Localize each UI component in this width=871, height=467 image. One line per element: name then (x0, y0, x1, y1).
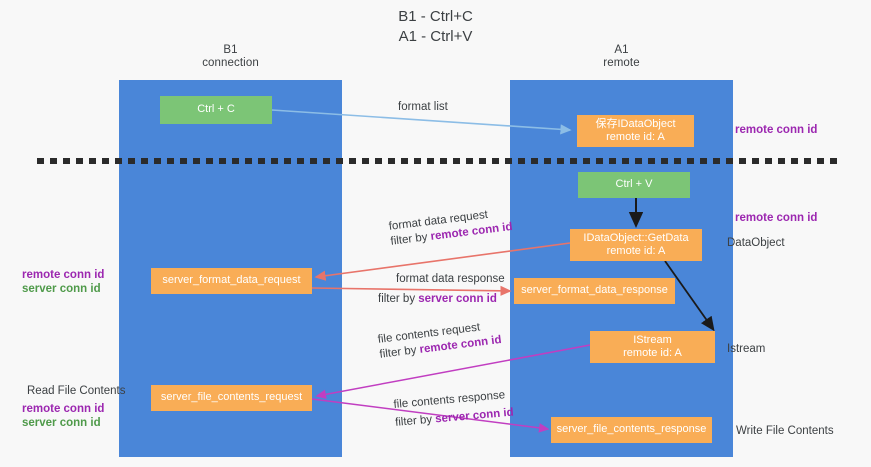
node-ctrl-c-label: Ctrl + C (197, 103, 235, 116)
edge-label-file-contents-response: file contents response filter by server … (393, 388, 514, 431)
column-header-a1: A1 remote (510, 44, 733, 70)
edge-label-format-data-request-prefix: filter by (389, 230, 432, 248)
annotation-write-file-contents: Write File Contents (736, 425, 834, 437)
edge-label-format-data-request: format data request filter by remote con… (388, 205, 513, 250)
phase-divider (37, 158, 837, 164)
edge-label-format-data-response-key: server conn id (418, 293, 497, 305)
edge-label-file-contents-response-prefix: filter by (394, 413, 436, 429)
node-istream[interactable]: IStream remote id: A (590, 331, 715, 363)
annotation-remote-conn-id-mid: remote conn id (735, 212, 818, 224)
edge-label-format-list: format list (398, 100, 448, 115)
page-title: B1 - Ctrl+C A1 - Ctrl+V (0, 7, 871, 47)
node-ctrl-c[interactable]: Ctrl + C (160, 96, 272, 124)
edge-label-format-data-response-line-1: format data response (396, 273, 505, 285)
annotation-left-server-conn-id-1: server conn id (22, 283, 101, 295)
node-ctrl-v[interactable]: Ctrl + V (578, 172, 690, 198)
node-save-idataobject[interactable]: 保存IDataObject remote id: A (577, 115, 694, 147)
node-server-file-contents-request[interactable]: server_file_contents_request (151, 385, 312, 411)
annotation-dataobject: DataObject (727, 237, 785, 249)
annotation-left-conn-ids-bottom: remote conn id server conn id (22, 402, 104, 430)
edge-label-file-contents-response-key: server conn id (434, 406, 515, 426)
node-save-idataobject-line-2: remote id: A (606, 131, 665, 143)
column-header-b1-subtitle: connection (202, 57, 259, 69)
node-server-file-contents-response[interactable]: server_file_contents_response (551, 417, 712, 443)
annotation-left-server-conn-id-2: server conn id (22, 417, 101, 429)
node-istream-line-2: remote id: A (623, 347, 682, 359)
node-server-file-contents-request-label: server_file_contents_request (160, 391, 303, 404)
node-server-format-data-request[interactable]: server_format_data_request (151, 268, 312, 294)
node-server-file-contents-response-label: server_file_contents_response (556, 423, 707, 436)
node-server-format-data-request-label: server_format_data_request (162, 274, 301, 287)
edge-label-format-data-response-line-2: filter by server conn id (378, 292, 505, 307)
node-save-idataobject-line-1: 保存IDataObject (595, 117, 676, 130)
annotation-left-remote-conn-id-2: remote conn id (22, 403, 105, 415)
column-header-a1-subtitle: remote (603, 57, 640, 69)
annotation-remote-conn-id-top: remote conn id (735, 124, 818, 136)
column-header-b1: B1 connection (119, 44, 342, 70)
edge-label-format-list-text: format list (398, 101, 448, 113)
node-idataobject-getdata-line-2: remote id: A (606, 245, 666, 257)
node-idataobject-getdata-line-1: IDataObject::GetData (583, 231, 689, 244)
annotation-read-file-contents: Read File Contents (27, 385, 126, 397)
edge-label-file-contents-request: file contents request filter by remote c… (377, 318, 502, 363)
edge-label-file-contents-request-prefix: filter by (378, 343, 421, 361)
column-header-a1-title: A1 (614, 44, 629, 56)
annotation-left-remote-conn-id-1: remote conn id (22, 269, 105, 281)
node-ctrl-v-label: Ctrl + V (615, 178, 653, 191)
annotation-left-conn-ids-top: remote conn id server conn id (22, 268, 104, 296)
edge-label-format-data-response: format data response filter by server co… (378, 272, 505, 307)
node-server-format-data-response[interactable]: server_format_data_response (514, 278, 675, 304)
column-header-b1-title: B1 (223, 44, 238, 56)
page-title-line-2: A1 - Ctrl+V (398, 28, 473, 45)
node-idataobject-getdata[interactable]: IDataObject::GetData remote id: A (570, 229, 702, 261)
page-title-line-1: B1 - Ctrl+C (398, 8, 473, 25)
edge-label-format-data-response-prefix: filter by (378, 293, 419, 305)
annotation-istream: Istream (727, 343, 766, 355)
node-istream-line-1: IStream (633, 333, 672, 346)
node-server-format-data-response-label: server_format_data_response (521, 284, 668, 297)
